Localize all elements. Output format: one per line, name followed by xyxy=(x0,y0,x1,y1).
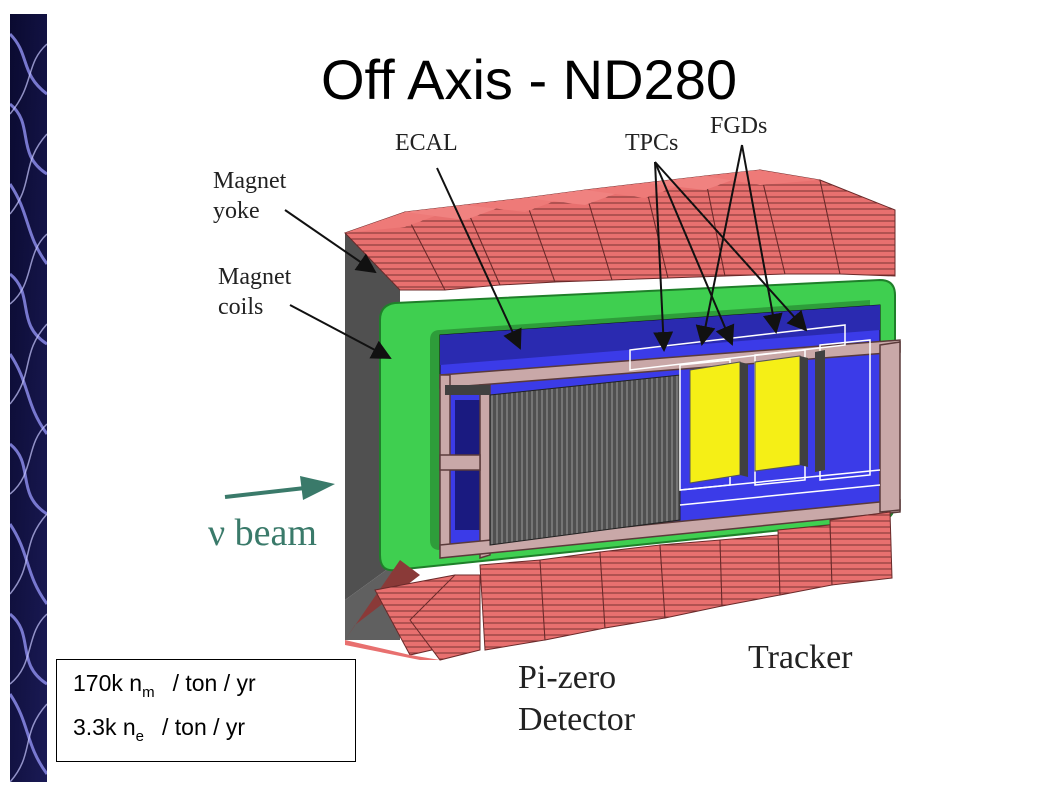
magnet-coils-label-line2: coils xyxy=(218,294,263,320)
tpcs-label: TPCs xyxy=(625,130,678,156)
pizero-label-line2: Detector xyxy=(518,701,636,738)
numu-rate-subscript: m xyxy=(142,684,155,701)
numu-rate-unit: / ton / yr xyxy=(172,670,256,696)
pi-zero-detector xyxy=(445,374,681,546)
fgd-panels xyxy=(689,350,825,484)
nue-rate-value: 3.3k n xyxy=(73,714,136,740)
nue-rate-line: 3.3k ne / ton / yr xyxy=(73,710,355,754)
numu-rate-line: 170k nm / ton / yr xyxy=(73,666,355,710)
magnet-yoke-label-line1: Magnet xyxy=(213,168,287,194)
magnet-yoke-bottom xyxy=(345,511,893,661)
beam-label: ν beam xyxy=(208,512,317,554)
numu-rate-value: 170k n xyxy=(73,670,143,696)
magnet-yoke-label-line2: yoke xyxy=(213,198,260,224)
leader-lines xyxy=(284,144,808,359)
magnet-yoke-top xyxy=(344,169,896,291)
fgds-label: FGDs xyxy=(710,113,767,139)
beam-arrow xyxy=(224,476,335,500)
slide-title: Off Axis - ND280 xyxy=(320,48,737,111)
nue-rate-unit: / ton / yr xyxy=(162,714,246,740)
tracker-label: Tracker xyxy=(748,639,853,676)
magnet-coils-label-line1: Magnet xyxy=(218,264,292,290)
pizero-label-line1: Pi-zero xyxy=(518,659,616,696)
ecal-label: ECAL xyxy=(395,130,458,156)
nue-rate-subscript: e xyxy=(135,728,144,745)
event-rate-box: 170k nm / ton / yr 3.3k ne / ton / yr xyxy=(56,659,356,762)
decorative-side-strip xyxy=(10,14,47,782)
